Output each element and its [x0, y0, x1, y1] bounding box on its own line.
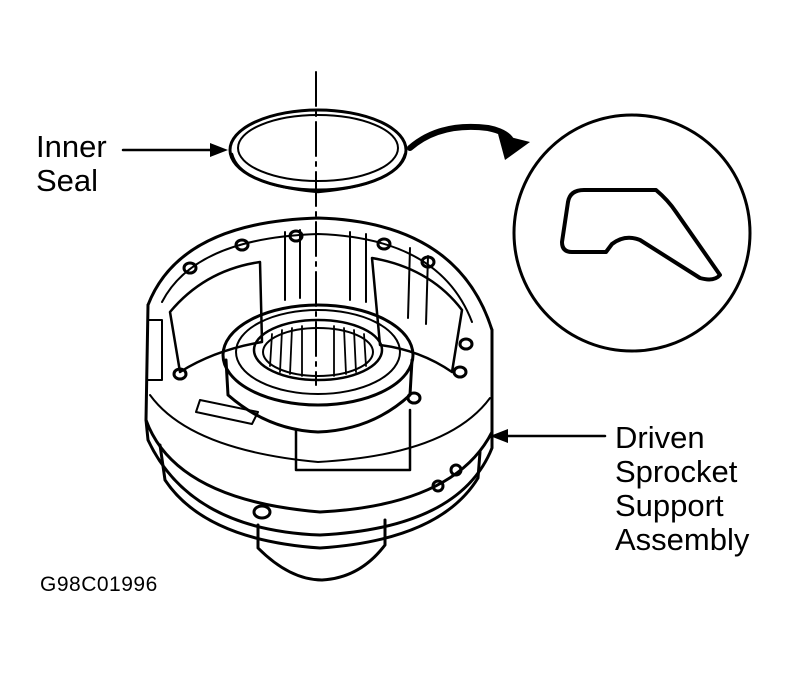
driven-label-line2: Sprocket [615, 454, 738, 489]
inner-seal-label-line2: Seal [36, 163, 99, 198]
driven-sprocket-support-assembly [144, 216, 494, 582]
detail-arrow [407, 123, 515, 151]
inner-seal-label: Inner Seal [36, 130, 107, 198]
seal-cross-section-detail [512, 113, 752, 353]
figure-id: G98C01996 [40, 573, 158, 596]
driven-label-line4: Assembly [615, 522, 750, 557]
driven-label-line1: Driven [615, 420, 705, 455]
inner-seal-label-line1: Inner [36, 129, 107, 164]
driven-label-line3: Support [615, 488, 724, 523]
inner-seal-ring [228, 108, 408, 194]
driven-sprocket-support-label: Driven Sprocket Support Assembly [615, 421, 749, 557]
